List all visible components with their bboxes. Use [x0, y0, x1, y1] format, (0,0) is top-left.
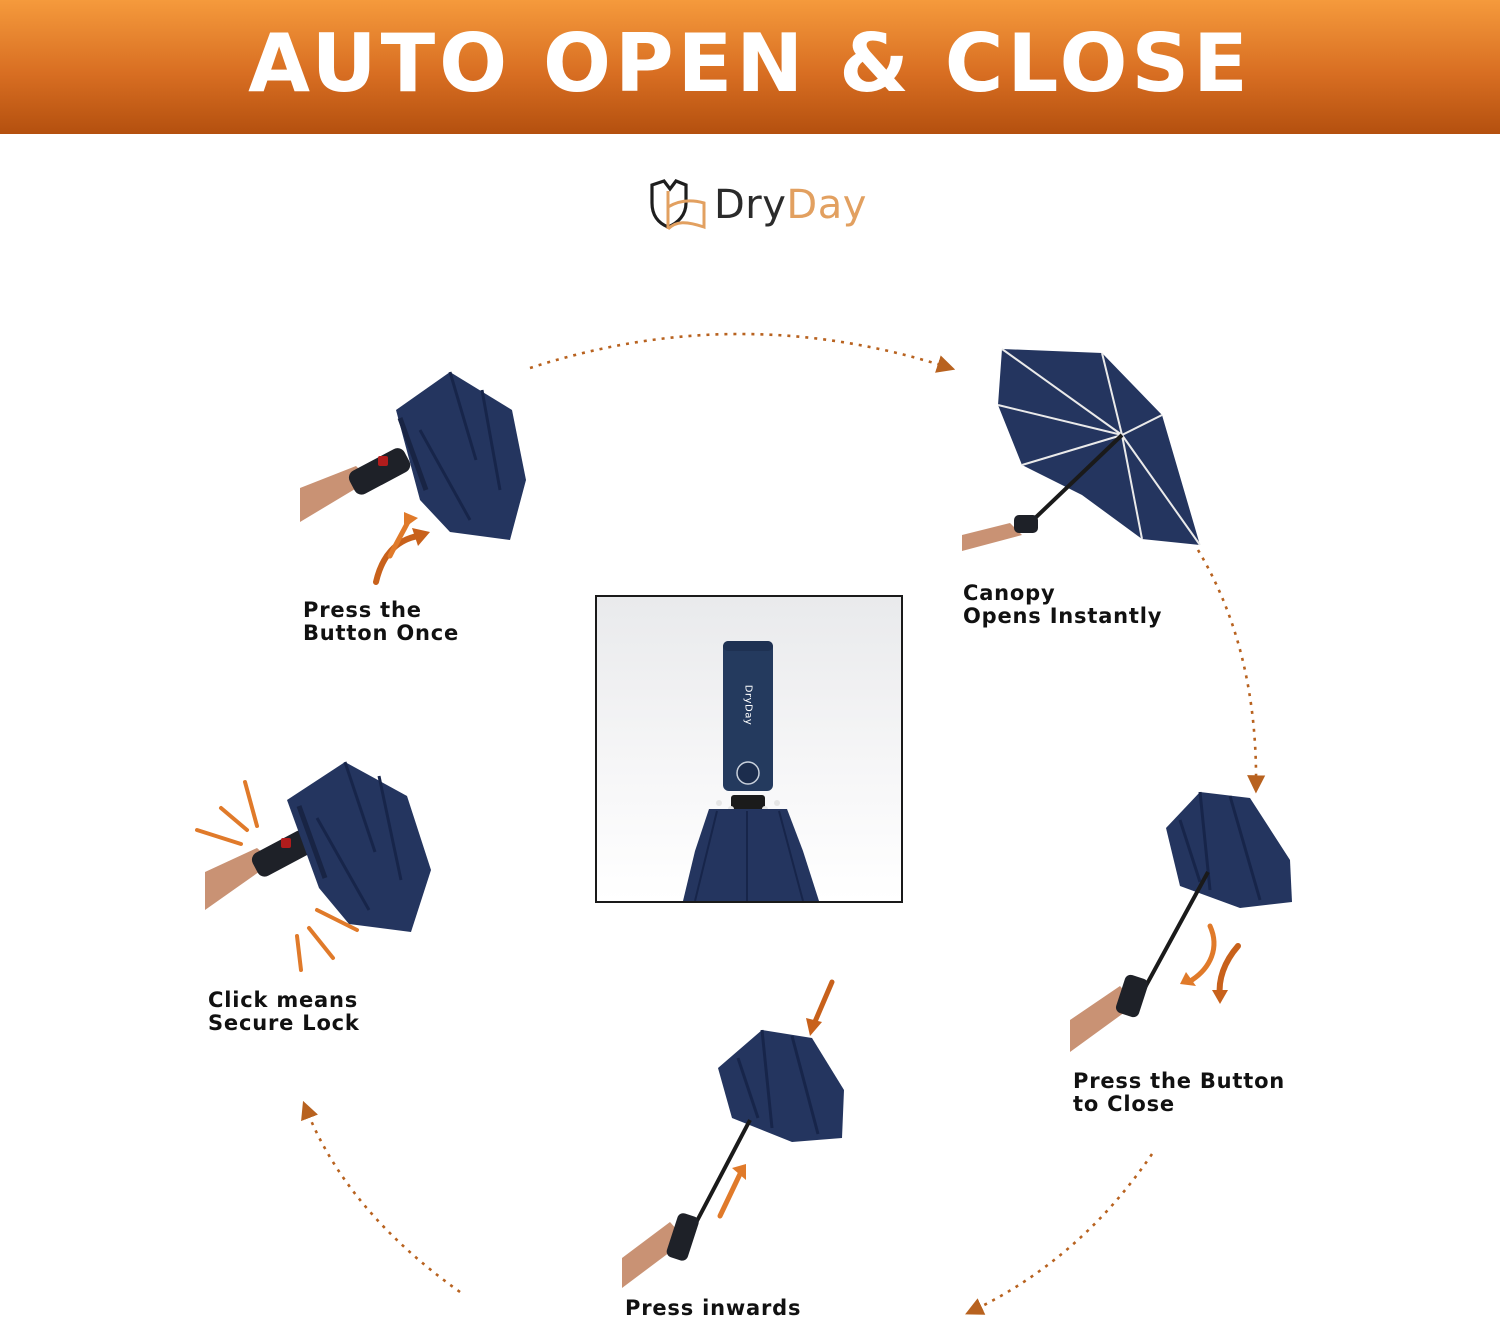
brand-wordmark: DryDay — [714, 182, 867, 228]
arrow-right — [1196, 549, 1266, 794]
step-caption-line: Click means — [208, 988, 359, 1012]
step-press-to-close-illustration — [1070, 791, 1292, 1052]
arrow-bottom-right — [965, 1153, 1154, 1315]
step-caption-press-inwards: Press inwards — [625, 1297, 801, 1320]
step-caption-line: Canopy — [963, 581, 1056, 605]
step-press-once-illustration — [300, 371, 526, 585]
step-caption-line: Secure Lock — [208, 1011, 360, 1035]
title-banner: AUTO OPEN & CLOSE — [0, 0, 1500, 134]
step-caption-press-to-close: Press the Button to Close — [1073, 1070, 1285, 1116]
brand-logo: DryDay — [646, 170, 867, 240]
step-caption-canopy-open: Canopy Opens Instantly — [963, 582, 1162, 628]
step-secure-lock-illustration — [195, 761, 431, 972]
step-canopy-open-illustration — [962, 348, 1201, 551]
step-caption-line: Press the — [303, 598, 422, 622]
step-caption-line: Press inwards — [625, 1296, 802, 1320]
handle-logo-text: DryDay — [742, 684, 754, 726]
arrow-bottom-left — [301, 1100, 461, 1294]
step-caption-line: Press the Button — [1073, 1069, 1286, 1093]
umbrella-handle-closeup — [683, 641, 819, 901]
step-caption-secure-lock: Click means Secure Lock — [208, 989, 360, 1035]
step-caption-press-once: Press the Button Once — [303, 599, 459, 645]
banner-title: AUTO OPEN & CLOSE — [248, 17, 1252, 110]
brand-word-day: Day — [786, 182, 867, 228]
product-closeup-frame: DryDay — [595, 595, 903, 903]
step-caption-line: Button Once — [303, 621, 460, 645]
step-caption-line: Opens Instantly — [963, 604, 1163, 628]
step-press-inwards-illustration — [622, 979, 844, 1288]
shield-book-icon — [650, 179, 706, 231]
step-caption-line: to Close — [1073, 1092, 1175, 1116]
arrow-top — [529, 332, 956, 373]
brand-word-dry: Dry — [714, 182, 787, 228]
